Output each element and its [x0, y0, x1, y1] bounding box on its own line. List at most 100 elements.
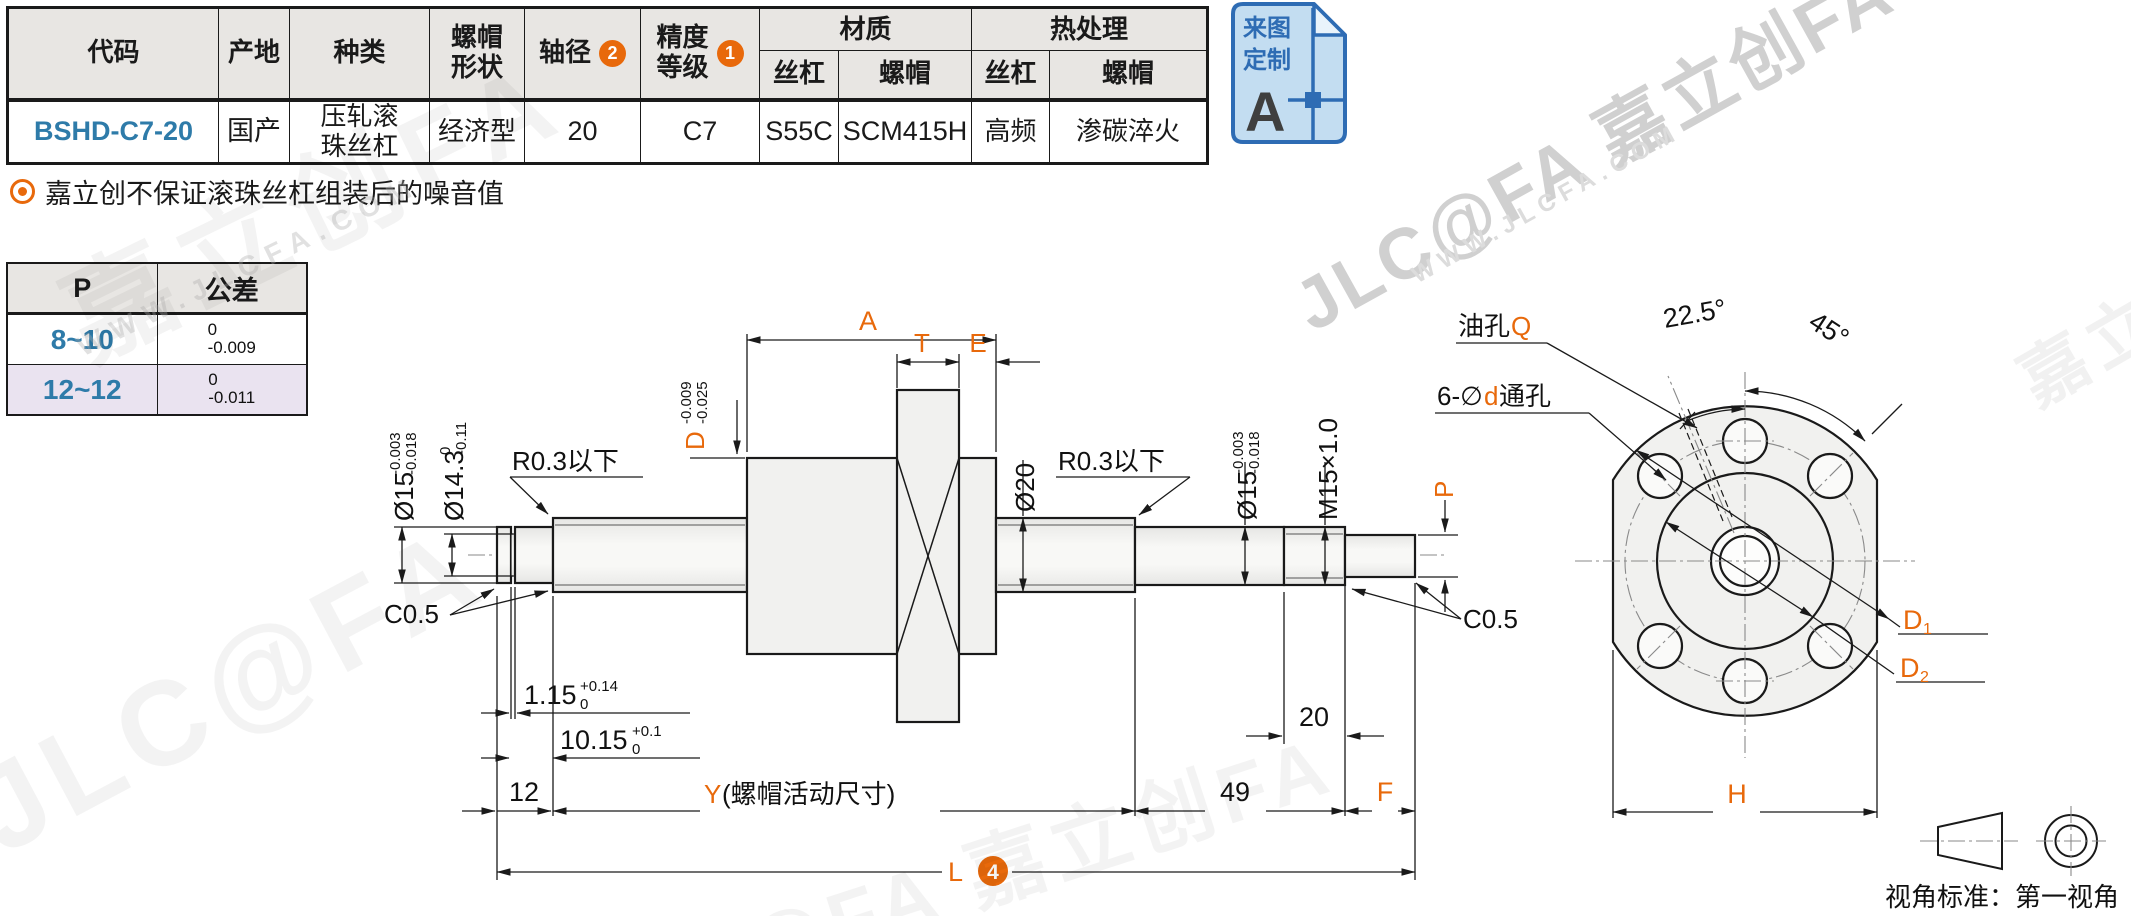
custom-drawing-badge[interactable]: 来图 定制 A	[1231, 2, 1347, 144]
oil-hole-callout: 油孔 Q	[1456, 311, 1698, 429]
dia143-lower-tol: -0.11	[453, 422, 470, 455]
nut-shape-value: 经济型	[429, 99, 525, 164]
tol-value-1: 0-0.009	[156, 313, 308, 365]
dia15-left-label: Ø15	[389, 472, 419, 521]
dim-10-15: 10.15 +0.1 0	[481, 596, 700, 816]
dim-e: E	[969, 328, 1040, 366]
r03-left-label: R0.3以下	[512, 446, 619, 476]
kind-line2: 珠丝杠	[320, 130, 399, 161]
dim-20: 20	[1246, 592, 1384, 744]
left-journal	[513, 525, 555, 585]
noise-note: 嘉立创不保证滚珠丝杠组装后的噪音值	[10, 172, 504, 211]
dim-1-15: 1.15 +0.14 0	[481, 587, 690, 719]
dim-d-upper-tol: -0.009	[678, 381, 695, 424]
threaded-section	[1282, 525, 1347, 587]
spec-header-kind: 种类	[289, 7, 430, 102]
dim-d: D -0.009 -0.025	[678, 381, 745, 459]
shaft-dia-value: 20	[524, 99, 641, 164]
c05-right-label: C0.5	[1463, 604, 1518, 634]
dim-p-label: P	[1429, 481, 1459, 498]
oil-label: 油孔	[1458, 311, 1510, 341]
tol-upper-1: 0	[207, 320, 218, 339]
dia15-left-lower-tol: -0.018	[403, 432, 420, 475]
fillet-callout-left: R0.3以下	[509, 446, 643, 515]
d1015-upper-tol: +0.1	[632, 723, 662, 740]
dia15-right-lower-tol: -0.018	[1246, 431, 1263, 474]
tol-row-1: 8~10 0-0.009	[6, 313, 308, 365]
view-standard-label: 视角标准：第一视角	[1885, 882, 2119, 912]
spec-header-code: 代码	[7, 7, 219, 102]
d1015-lower-tol: 0	[632, 741, 640, 758]
dia143-upper-tol: 0	[437, 447, 454, 455]
dia15-right-upper-tol: -0.003	[1230, 431, 1247, 474]
dim-chain: 12 Y (螺帽活动尺寸) 49 F	[462, 583, 1416, 880]
m15-label: M15×1.0	[1313, 418, 1343, 520]
tolerance-table: P 公差 8~10 0-0.009 12~12 0-0.011	[6, 262, 308, 416]
nut-shape-line2: 形状	[450, 52, 503, 83]
dia15-left-upper-tol: -0.003	[387, 432, 404, 475]
footnote-4-badge	[978, 856, 1008, 886]
oil-q-label: Q	[1511, 311, 1531, 341]
material-nut-value: SCM415H	[838, 99, 972, 164]
fillet-callout-right: R0.3以下	[1056, 446, 1191, 516]
precision-line1: 精度	[656, 22, 709, 53]
dim-20-label: 20	[1299, 702, 1329, 732]
d1-subscript: 1	[1923, 621, 1932, 638]
side-view: A T E D -0.009 -0.025	[384, 306, 1518, 887]
holes-d-label: d	[1484, 381, 1498, 411]
badge-letter-a: A	[1245, 80, 1285, 143]
end-view: 22.5° 45° D 1 D	[1435, 293, 1988, 818]
badge-fold-corner	[1312, 2, 1347, 37]
spec-header-heat: 热处理	[971, 7, 1208, 51]
shaft-dia-label: 轴径	[538, 37, 591, 68]
chamfer-callout-left: C0.5	[384, 588, 549, 629]
d1015-label: 10.15	[560, 725, 628, 755]
right-journal	[1133, 525, 1286, 587]
dim-d-lower-tol: -0.025	[694, 381, 711, 424]
first-angle-symbol: 视角标准：第一视角	[1885, 806, 2119, 912]
dim-y-label: Y	[704, 779, 721, 809]
screw-shaft-left	[551, 516, 749, 594]
precision-value: C7	[640, 99, 760, 164]
origin-value: 国产	[218, 99, 290, 164]
angle-45-label: 45°	[1804, 306, 1855, 353]
spec-data-row: BSHD-C7-20 国产 压轧滚珠丝杠 经济型 20 C7 S55C SCM4…	[7, 99, 1208, 164]
spec-header-origin: 产地	[218, 7, 290, 102]
tol-p-range-1: 8~10	[6, 313, 158, 365]
d1-label: D	[1903, 605, 1923, 635]
dim-h: H	[1612, 650, 1878, 818]
dim-a-label: A	[859, 306, 877, 336]
precision-line2: 等级	[656, 52, 709, 83]
spec-subheader-heat-screw: 丝杠	[971, 50, 1050, 102]
kind-line1: 压轧滚	[320, 100, 399, 131]
screw-shaft-right	[994, 516, 1137, 594]
tol-header-tolerance: 公差	[156, 262, 308, 315]
dim-dia15-right: Ø15 -0.003 -0.018	[1230, 431, 1263, 586]
dim-f-label: F	[1377, 777, 1394, 807]
heat-nut-value: 渗碳淬火	[1049, 99, 1208, 164]
holes-prefix-label: 6-∅	[1437, 381, 1483, 411]
dim-l: L 4	[496, 856, 1416, 887]
dim-dia14-3: Ø14.3 0 -0.11	[437, 422, 513, 577]
dia143-label: Ø14.3	[439, 450, 469, 521]
dim-d-label: D	[680, 431, 710, 450]
dim-t-label: T	[914, 328, 930, 358]
r03-right-label: R0.3以下	[1058, 446, 1165, 476]
holes-suffix-label: 通孔	[1499, 381, 1551, 411]
tol-row-2: 12~12 0-0.011	[6, 364, 308, 416]
dim-t: T	[896, 328, 960, 388]
dim-d2: D 2	[1665, 521, 1985, 686]
heat-screw-value: 高频	[971, 99, 1050, 164]
dim-12-label: 12	[509, 777, 539, 807]
product-code-link[interactable]: BSHD-C7-20	[7, 99, 219, 164]
d115-lower-tol: 0	[580, 696, 588, 713]
cone-symbol	[1937, 811, 2003, 871]
spec-subheader-heat-nut: 螺帽	[1049, 50, 1208, 102]
footnote-2-badge: 2	[599, 39, 626, 67]
dia20-label: Ø20	[1010, 463, 1040, 512]
tol-lower-2: -0.011	[208, 388, 256, 407]
